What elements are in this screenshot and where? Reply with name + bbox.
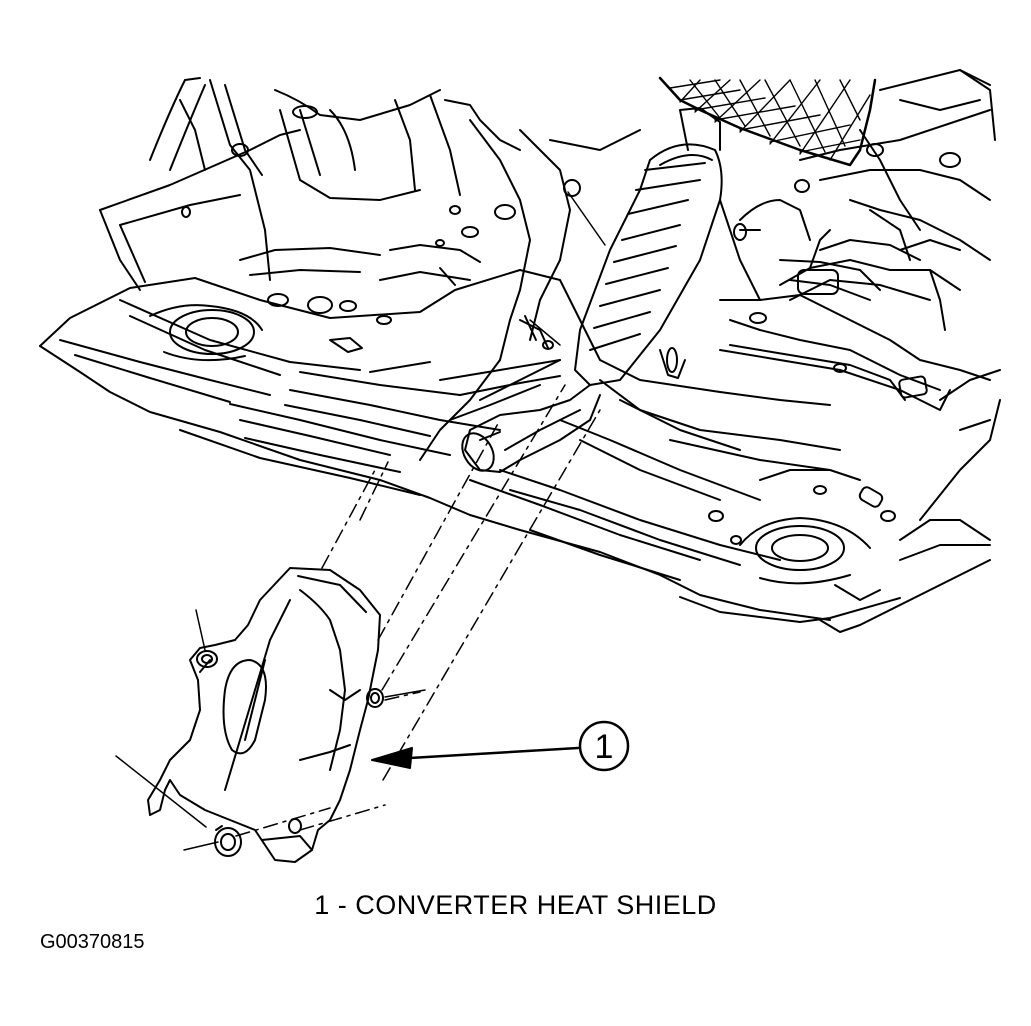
floor-pan xyxy=(39,69,1001,633)
callout-arrow-line xyxy=(408,746,580,760)
mesh-grille xyxy=(669,79,871,161)
callout-1: 1 xyxy=(371,720,630,772)
catalytic-converter xyxy=(461,107,723,473)
heat-shield-nut xyxy=(214,825,242,857)
callout-number: 1 xyxy=(595,728,614,766)
callout-arrowhead xyxy=(371,747,413,769)
exploded-view-lines xyxy=(235,384,601,837)
figure-id: G00370815 xyxy=(40,931,145,953)
converter-heat-shield xyxy=(147,567,384,863)
figure-caption: 1 - CONVERTER HEAT SHIELD xyxy=(314,890,717,920)
fastener-leaders xyxy=(115,191,606,851)
